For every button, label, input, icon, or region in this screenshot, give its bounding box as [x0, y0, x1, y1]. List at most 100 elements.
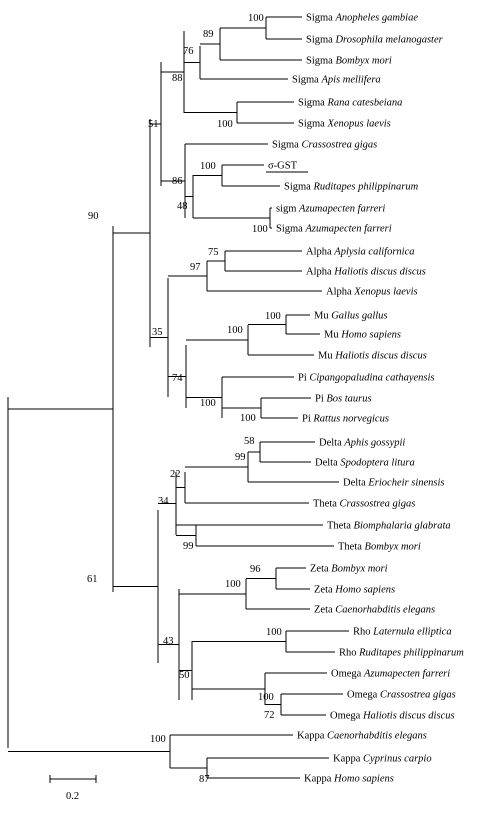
leaf-label-theta-crassostrea: Theta Crassostrea gigas	[313, 499, 415, 510]
gst-class-name: Omega	[330, 711, 363, 722]
gst-class-name: Delta	[319, 438, 344, 449]
species-name: Apis mellifera	[320, 75, 380, 86]
leaf-label-zeta-bombyx: Zeta Bombyx mori	[310, 564, 388, 575]
species-name: Caenorhabditis elegans	[335, 605, 435, 616]
bootstrap-value: 100	[217, 119, 233, 130]
bootstrap-value: 22	[170, 469, 181, 480]
gst-class-name: Rho	[353, 627, 373, 638]
bootstrap-values: 1008976881005110086481009075973510010074…	[87, 13, 282, 785]
leaf-label-omega-azumapecten: Omega Azumapecten farreri	[331, 669, 450, 680]
leaf-label-sigma-rana: Sigma Rana catesbeiana	[298, 98, 402, 109]
leaf-label-mu-gallus: Mu Gallus gallus	[314, 311, 388, 322]
species-name: Aphis gossypii	[343, 438, 405, 449]
leaf-label-delta-eriocheir: Delta Eriocheir sinensis	[343, 478, 445, 489]
bootstrap-value: 100	[227, 325, 243, 336]
leaf-label-pi-rattus: Pi Rattus norvegicus	[302, 414, 389, 425]
bootstrap-value: 100	[252, 224, 268, 235]
bootstrap-value: 100	[248, 13, 264, 24]
species-name: Rattus norvegicus	[312, 414, 389, 425]
species-name: Ruditapes philippinarum	[358, 648, 464, 659]
bootstrap-value: 61	[87, 574, 98, 585]
gst-class-name: Alpha	[306, 267, 334, 278]
gst-class-name: Kappa	[304, 774, 334, 785]
bootstrap-value: 35	[152, 327, 163, 338]
gst-class-name: Alpha	[306, 247, 334, 258]
bootstrap-value: 99	[235, 452, 246, 463]
bootstrap-value: 100	[225, 579, 241, 590]
gst-class-name: Omega	[331, 669, 364, 680]
leaf-label-zeta-caenorhabditis: Zeta Caenorhabditis elegans	[314, 605, 435, 616]
species-name: Azumapecten farreri	[363, 669, 450, 680]
species-name: Azumapecten farreri	[298, 204, 385, 215]
leaf-label-pi-cipangopaludina: Pi Cipangopaludina cathayensis	[298, 373, 435, 384]
species-name: Xenopus laevis	[326, 119, 390, 130]
bootstrap-value: 96	[250, 564, 261, 575]
gst-class-name: Pi	[315, 394, 326, 405]
leaf-label-sigma-xenopus: Sigma Xenopus laevis	[298, 119, 391, 130]
species-name: Homo sapiens	[333, 774, 394, 785]
species-name: Cyprinus carpio	[363, 754, 432, 765]
species-name: Rana catesbeiana	[326, 98, 402, 109]
bootstrap-value: 100	[200, 398, 216, 409]
species-name: Laternula elliptica	[372, 627, 451, 638]
leaf-label-kappa-homo: Kappa Homo sapiens	[304, 774, 394, 785]
bootstrap-value: 88	[172, 73, 183, 84]
bootstrap-value: 97	[190, 262, 201, 273]
leaf-label-sigma-anopheles: Sigma Anopheles gambiae	[306, 13, 418, 24]
leaf-label-sigma-crassostrea: Sigma Crassostrea gigas	[272, 140, 377, 151]
gst-class-name: Omega	[347, 690, 380, 701]
species-name: Azumapecten farreri	[304, 224, 391, 235]
leaf-label-delta-spodoptera: Delta Spodoptera litura	[315, 458, 415, 469]
gst-class-name: Pi	[302, 414, 313, 425]
leaf-label-sigm-azumapecten: sigm Azumapecten farreri	[276, 204, 385, 215]
species-name: Bombyx mori	[335, 56, 391, 67]
bootstrap-value: 76	[183, 46, 194, 57]
bootstrap-value: 51	[148, 119, 159, 130]
bootstrap-value: 100	[265, 311, 281, 322]
gst-class-name: σ-GST	[268, 161, 298, 172]
bootstrap-value: 58	[244, 436, 255, 447]
gst-class-name: Zeta	[314, 585, 335, 596]
bootstrap-value: 87	[199, 774, 210, 785]
species-name: Xenopus laevis	[353, 287, 417, 298]
gst-class-name: Rho	[339, 648, 359, 659]
species-name: Anopheles gambiae	[334, 13, 418, 24]
species-name: Haliotis discus discus	[333, 267, 426, 278]
species-name: Crassostrea gigas	[380, 690, 456, 701]
gst-class-name: Sigma	[306, 35, 335, 46]
gst-class-name: Mu	[324, 330, 341, 341]
species-name: Haliotis discus discus	[362, 711, 455, 722]
bootstrap-value: 75	[208, 247, 219, 258]
bootstrap-value: 72	[264, 710, 275, 721]
leaf-label-omega-crassostrea: Omega Crassostrea gigas	[347, 690, 456, 701]
bootstrap-value: 100	[240, 413, 256, 424]
species-name: Bombyx mori	[331, 564, 387, 575]
gst-class-name: Sigma	[276, 224, 305, 235]
leaf-label-kappa-cyprinus: Kappa Cyprinus carpio	[333, 754, 432, 765]
gst-class-name: Delta	[343, 478, 368, 489]
bootstrap-value: 34	[158, 496, 169, 507]
bootstrap-value: 86	[172, 176, 183, 187]
leaf-label-rho-ruditapes: Rho Ruditapes philippinarum	[339, 648, 464, 659]
tree-branches	[7, 16, 349, 779]
gst-class-name: Mu	[314, 311, 331, 322]
species-name: Crassostrea gigas	[301, 140, 377, 151]
species-name: Spodoptera litura	[340, 458, 414, 469]
leaf-label-mu-haliotis: Mu Haliotis discus discus	[318, 351, 427, 362]
gst-class-name: Kappa	[333, 754, 363, 765]
leaf-label-sigma-apis: Sigma Apis mellifera	[292, 75, 381, 86]
leaf-label-theta-biomphalaria: Theta Biomphalaria glabrata	[327, 521, 451, 532]
gst-class-name: Sigma	[298, 98, 327, 109]
leaf-label-theta-bombyx: Theta Bombyx mori	[338, 542, 421, 553]
bootstrap-value: 100	[266, 627, 282, 638]
leaf-label-kappa-caenorhabditis: Kappa Caenorhabditis elegans	[297, 731, 427, 742]
gst-class-name: Mu	[318, 351, 335, 362]
leaf-label-zeta-homo: Zeta Homo sapiens	[314, 585, 395, 596]
leaf-label-rho-laternula: Rho Laternula elliptica	[353, 627, 452, 638]
bootstrap-value: 99	[183, 541, 194, 552]
leaf-label-sigma-drosophila: Sigma Drosophila melanogaster	[306, 35, 444, 46]
scale-bar: 0.2	[49, 775, 97, 802]
gst-class-name: Theta	[327, 521, 354, 532]
species-name: Gallus gallus	[331, 311, 387, 322]
